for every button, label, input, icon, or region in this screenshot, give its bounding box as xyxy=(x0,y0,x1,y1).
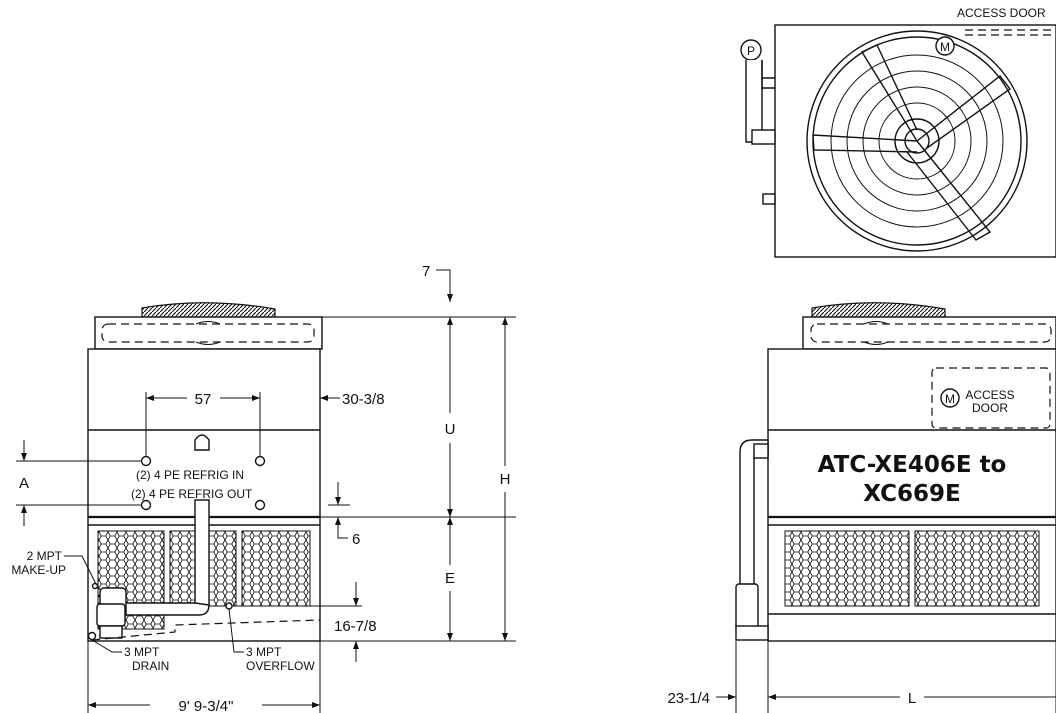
makeup-connection xyxy=(91,582,99,590)
access-label-1: ACCESS xyxy=(965,388,1014,402)
refrig-out-connection xyxy=(254,499,266,511)
access-label-2: DOOR xyxy=(972,401,1008,415)
dim-overall-width: 9' 9-3/4" xyxy=(179,698,234,713)
overflow-label-1: 3 MPT xyxy=(246,645,282,659)
fan-blade xyxy=(916,75,1011,149)
makeup-label-2: MAKE-UP xyxy=(11,563,66,577)
side-view: 57 30-3/8 7 U E H 6 xyxy=(11,263,516,713)
model-title-1: ATC-XE406E to xyxy=(818,452,1007,478)
plan-view: ACCESS DOOR M P xyxy=(740,6,1056,258)
inlet-screen xyxy=(241,530,311,607)
inlet-screen xyxy=(914,530,1040,607)
dim-l: L xyxy=(908,690,916,707)
dim-a: A xyxy=(19,475,29,492)
dim-u: U xyxy=(445,421,456,438)
end-view: M ACCESS DOOR ATC-XE406E to XC669E 23-1/… xyxy=(667,302,1056,713)
dim-e: E xyxy=(445,570,455,587)
refrig-in-connection xyxy=(140,455,152,467)
overflow-connection xyxy=(225,602,233,610)
refrig-out-connection xyxy=(140,499,152,511)
svg-text:P: P xyxy=(747,44,755,58)
dim-h: H xyxy=(500,471,511,488)
drain-connection xyxy=(87,631,97,641)
motor-icon xyxy=(940,388,960,408)
riser-pipe xyxy=(194,499,210,606)
dim-7: 7 xyxy=(422,263,430,280)
svg-text:M: M xyxy=(945,392,955,406)
fan-opening xyxy=(101,323,315,343)
inlet-screen xyxy=(784,530,910,607)
dim-6: 6 xyxy=(352,531,360,548)
makeup-label-1: 2 MPT xyxy=(27,549,63,563)
fan-cowl xyxy=(141,302,276,318)
fan-blade xyxy=(906,140,992,241)
access-door-panel xyxy=(931,367,1051,429)
fan-blade xyxy=(812,134,918,153)
fan-blade xyxy=(860,44,918,142)
fan-hub xyxy=(894,118,940,164)
dim-16-7-8: 16-7/8 xyxy=(334,618,377,635)
overflow-label-2: OVERFLOW xyxy=(246,659,315,673)
drain-label-2: DRAIN xyxy=(132,659,169,673)
refrig-out-label: (2) 4 PE REFRIG OUT xyxy=(131,487,253,501)
top-deck xyxy=(94,316,323,350)
svg-text:M: M xyxy=(940,40,950,54)
dim-57: 57 xyxy=(195,391,212,408)
motor-icon xyxy=(935,36,955,56)
access-door-label: ACCESS DOOR xyxy=(957,6,1046,20)
drain-label-1: 3 MPT xyxy=(124,645,160,659)
dim-30-3-8: 30-3/8 xyxy=(342,391,385,408)
fan-cowl xyxy=(811,302,946,318)
top-deck xyxy=(802,316,1056,350)
dim-23-1-4: 23-1/4 xyxy=(667,690,710,707)
refrig-in-label: (2) 4 PE REFRIG IN xyxy=(136,468,244,482)
model-title-2: XC669E xyxy=(863,481,961,507)
refrig-in-connection xyxy=(254,455,266,467)
fan-ring xyxy=(806,30,1028,252)
